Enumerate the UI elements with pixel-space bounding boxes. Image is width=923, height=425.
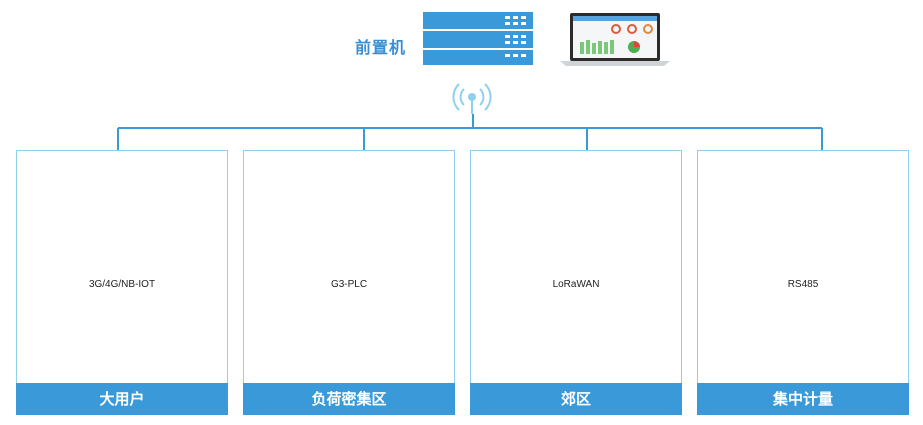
tech-label: G3-PLC (330, 279, 368, 290)
tech-label: 3G/4G/NB-IOT (88, 279, 156, 290)
front-end-processor-label: 前置机 (355, 38, 407, 57)
panel-footer: 郊区 (470, 383, 682, 415)
panel-footer: 集中计量 (697, 383, 909, 415)
connector-lines (117, 114, 823, 150)
panel-dense-load: G3-PLC 负荷密集区 (243, 150, 455, 415)
wireless-signal-icon (452, 83, 492, 114)
server-rack-icon (423, 12, 533, 65)
panel-footer: 大用户 (16, 383, 228, 415)
tech-label: RS485 (787, 279, 819, 290)
panel-centralized-metering: RS485 集中计量 (697, 150, 909, 415)
tech-label: LoRaWAN (552, 279, 600, 290)
laptop-dashboard-icon (560, 13, 670, 66)
panel-large-users: 3G/4G/NB-IOT 大用户 (16, 150, 228, 415)
panel-suburb: LoRaWAN 郊区 (470, 150, 682, 415)
panel-footer: 负荷密集区 (243, 383, 455, 415)
